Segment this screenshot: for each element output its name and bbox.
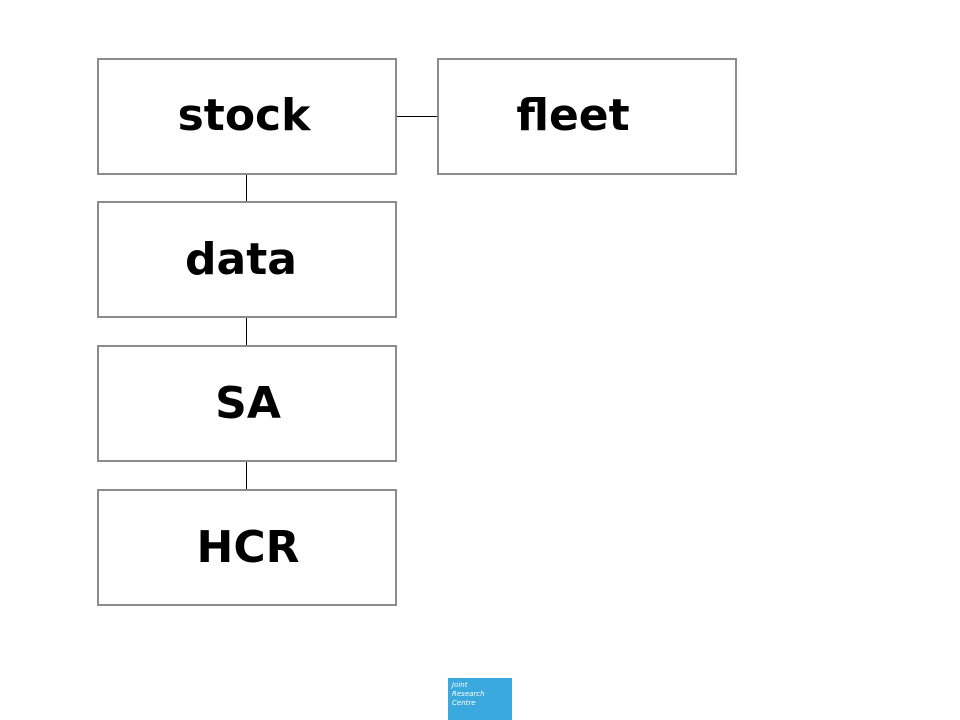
logo-line-joint: Joint <box>452 681 468 689</box>
node-label-data: data <box>185 233 297 285</box>
logo-line-centre: Centre <box>452 699 476 707</box>
node-stock[interactable]: stock <box>97 58 397 175</box>
node-label-fleet: fleet <box>516 89 630 141</box>
node-label-hcr: HCR <box>196 521 300 573</box>
connector-stock-fleet <box>397 116 437 117</box>
node-sa[interactable]: SA <box>97 345 397 462</box>
node-fleet[interactable]: fleet <box>437 58 737 175</box>
node-label-sa: SA <box>215 377 281 429</box>
node-hcr[interactable]: HCR <box>97 489 397 606</box>
connector-data-sa <box>246 318 247 345</box>
connector-sa-hcr <box>246 462 247 489</box>
logo-line-research: Research <box>452 690 485 698</box>
node-data[interactable]: data <box>97 201 397 318</box>
connector-stock-data <box>246 175 247 201</box>
node-label-stock: stock <box>177 89 311 141</box>
jrc-logo: Joint Research Centre <box>448 678 512 720</box>
